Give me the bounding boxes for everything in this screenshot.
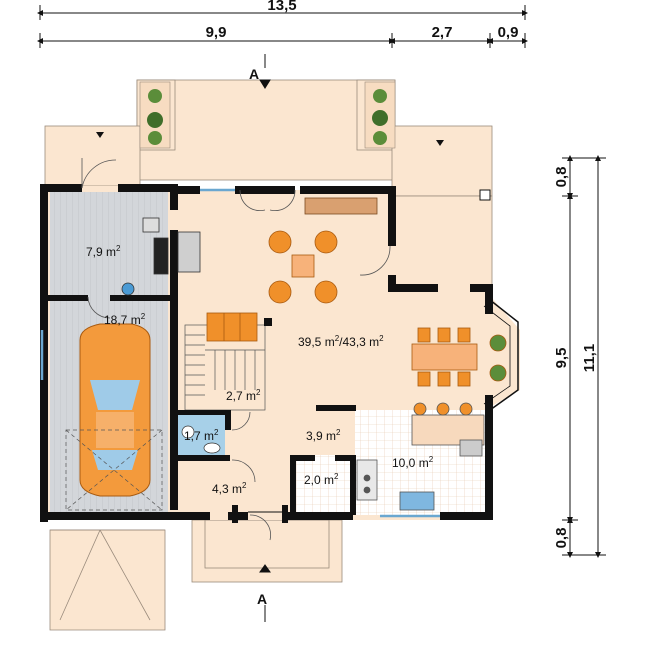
planter-right <box>364 81 396 149</box>
section-marks <box>259 54 271 622</box>
column <box>264 318 272 326</box>
room-area-wc: 1,7 m2 <box>184 428 219 443</box>
dimension-lines <box>37 5 606 558</box>
fireplace <box>304 197 378 215</box>
room-area-living: 39,5 m2/43,3 m2 <box>298 334 384 349</box>
chimney-vent <box>479 189 491 201</box>
car <box>79 323 151 497</box>
dining-table-set <box>268 230 338 304</box>
dim-right-total: 11,1 <box>581 344 598 372</box>
garage-door-swing <box>65 429 163 511</box>
kitchen-counter <box>356 402 485 511</box>
walls <box>40 184 493 523</box>
section-mark-bottom: A <box>257 591 267 607</box>
dim-top-mid: 2,7 <box>432 24 453 41</box>
room-area-boiler: 7,9 m2 <box>86 244 121 259</box>
door-swings <box>81 158 391 541</box>
dim-right-inner: 9,5 <box>553 348 570 369</box>
drain-arrows <box>96 132 444 146</box>
room-area-garage: 18,7 m2 <box>104 312 146 327</box>
dim-right-bottom: 0,8 <box>553 528 570 549</box>
dim-top-right: 0,9 <box>498 24 519 41</box>
room-area-hall: 3,9 m2 <box>306 428 341 443</box>
room-area-stairs: 2,7 m2 <box>226 388 261 403</box>
wc-fixtures <box>181 425 221 454</box>
room-area-vestibule: 4,3 m2 <box>212 481 247 496</box>
dim-top-left: 9,9 <box>206 24 227 41</box>
kitchen-dining-set <box>411 327 507 387</box>
room-area-kitchen: 10,0 m2 <box>392 455 434 470</box>
section-mark-top: A <box>249 66 259 82</box>
hall-tiles <box>290 455 352 515</box>
room-area-pantry: 2,0 m2 <box>304 472 339 487</box>
bay-window <box>483 299 519 411</box>
dim-right-top: 0,8 <box>553 167 570 188</box>
dim-top-total: 13,5 <box>267 0 296 14</box>
sofa <box>206 312 258 342</box>
planter-left <box>139 81 171 149</box>
boiler-equipment <box>121 217 201 296</box>
windows <box>40 188 440 518</box>
